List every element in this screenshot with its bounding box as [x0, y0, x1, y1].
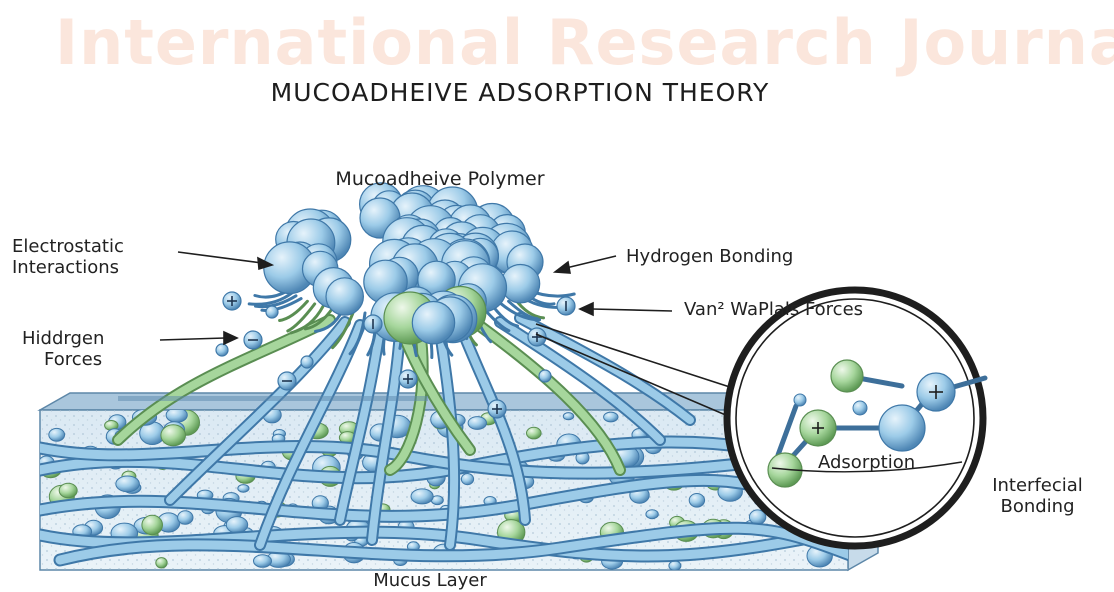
- interfacial-label-line2: Bonding: [1000, 496, 1075, 517]
- electrostatic-label-line2: Interactions: [12, 257, 120, 278]
- charged-ions: [215, 291, 576, 419]
- polymer-sphere: [411, 300, 456, 345]
- adsorption-label: Adsorption: [818, 452, 916, 473]
- arrow-hydrogen-bonding-head: [552, 260, 571, 274]
- fringe-strand: [254, 294, 298, 309]
- fringe-strand: [499, 302, 542, 322]
- molecule-sphere: [878, 404, 926, 452]
- fringe-strand: [286, 302, 317, 333]
- mucus-particle: [668, 560, 682, 570]
- polymer-chain: [256, 321, 364, 549]
- mucus-particle: [115, 475, 140, 493]
- mucus-particle: [160, 424, 186, 447]
- polymer-chain: [476, 322, 624, 474]
- label-arrows: [159, 251, 673, 346]
- fringe-strand: [491, 304, 520, 328]
- callout-lines: [535, 323, 740, 417]
- diagram-title: MUCOADHEIVE ADSORPTION THEORY: [270, 78, 770, 107]
- polymer-label: Mucoadheive Polymer: [335, 168, 545, 190]
- mucus-particle: [467, 416, 487, 430]
- mucus-particle: [237, 484, 250, 493]
- mucus-particle: [177, 510, 194, 525]
- fringe-strand: [289, 304, 325, 335]
- arrow-vdw-head: [578, 301, 594, 317]
- molecule-sphere: [830, 359, 864, 393]
- mucus-particle: [562, 412, 575, 421]
- hiddrgen-label-line2: Forces: [44, 349, 103, 370]
- van-der-waals-label: Van² WaPlals Forces: [684, 299, 864, 320]
- fringe-strand: [247, 291, 294, 306]
- mucus-particle: [410, 488, 434, 505]
- mucus-particle: [526, 426, 542, 440]
- mucin-strand: [55, 523, 848, 565]
- polymer-chain: [458, 326, 529, 524]
- arrow-vdw: [591, 308, 673, 312]
- interfacial-label-line1: Interfecial: [992, 475, 1083, 496]
- mucus-particle: [688, 493, 706, 508]
- fringe-strand: [278, 299, 309, 322]
- mucus-particle: [225, 516, 249, 534]
- hiddrgen-forces-label: Hiddrgen Forces: [22, 328, 104, 370]
- polymer-chain: [336, 324, 384, 524]
- polymer-chain: [496, 318, 664, 444]
- interfacial-bonding-label: Interfecial Bonding: [965, 475, 1110, 517]
- hiddrgen-label-line1: Hiddrgen: [22, 328, 105, 349]
- plus-sign-icon: [812, 385, 943, 434]
- polymer-chain: [368, 328, 404, 544]
- electrostatic-label-line1: Electrostatic: [12, 236, 124, 257]
- fringe-strand: [260, 297, 303, 312]
- fringe-strand: [303, 306, 334, 331]
- polymer-sphere: [500, 263, 541, 304]
- ion-icon: [215, 343, 229, 357]
- fringe-strand: [331, 310, 355, 350]
- arrow-hiddrgen: [159, 337, 226, 341]
- electrostatic-label: Electrostatic Interactions: [12, 236, 124, 278]
- mucus-particle: [645, 509, 659, 520]
- polymer-chain: [166, 318, 349, 504]
- arrow-electrostatic: [177, 251, 263, 264]
- polymer-sphere: [325, 277, 365, 316]
- ion-icon: [265, 305, 279, 319]
- mucus-particle: [58, 482, 78, 499]
- mucus-particle: [603, 411, 619, 423]
- ion-icon: [300, 355, 314, 369]
- hydrogen-bonding-label: Hydrogen Bonding: [626, 246, 794, 267]
- polymer-chain: [114, 316, 334, 444]
- arrow-hiddrgen-head: [223, 330, 239, 346]
- arrow-electrostatic-head: [257, 256, 275, 271]
- polymer-chain: [386, 326, 427, 474]
- watermark: International Research Journal: [55, 6, 1114, 79]
- mucus-particle: [460, 473, 475, 486]
- mucus-particle: [155, 557, 168, 569]
- molecule-sphere: [793, 393, 807, 407]
- mucus-particle: [165, 410, 188, 423]
- molecule-sphere: [852, 400, 868, 416]
- ion-icon: [538, 369, 552, 383]
- fringe-strand: [348, 311, 367, 356]
- arrow-hydrogen-bonding: [565, 255, 617, 269]
- mucus-layer-label: Mucus Layer: [373, 570, 487, 591]
- mucus-particle: [253, 554, 272, 568]
- mucus-particle: [141, 514, 163, 536]
- mucoadhesive-polymer-cluster: [263, 182, 544, 345]
- mucus-particle: [48, 427, 66, 442]
- adsorption-magnifier: [723, 286, 988, 550]
